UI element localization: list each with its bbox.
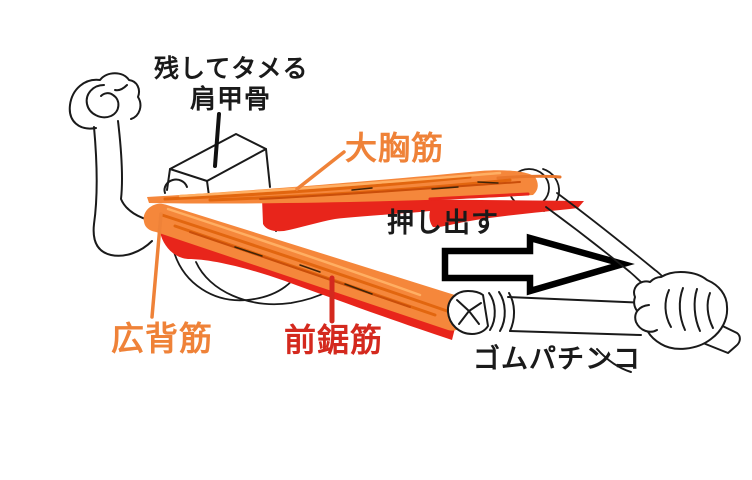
push-direction-arrow [441,233,635,296]
wrap-ring [498,291,506,332]
right-fist-drawing [633,271,741,354]
red-muscle-upper [262,198,584,232]
label-serratus-anterior: 前鋸筋 [284,321,384,359]
left-fist-drawing [68,72,142,130]
latissimus-pointer-line [150,212,163,319]
label-pointer-lines [150,112,346,324]
label-pectoralis-major: 大胸筋 [345,129,445,167]
wrap-ring [508,292,515,332]
pectoralis-pointer-line [295,150,346,191]
label-latissimus-dorsi: 広背筋 [111,319,213,358]
label-push-out: 押し出す [387,208,499,239]
label-hold-and-store: 残してタメる [154,54,309,83]
label-scapula: 肩甲骨 [190,85,272,115]
muscle-band-lower [143,203,467,331]
band-knot-and-stick [446,290,650,373]
left-arm-drawing [68,72,154,257]
wrap-ring [488,292,496,331]
scapula-pointer-line [213,112,221,168]
muscle-band-upper [147,170,562,204]
label-rubber-slingshot: ゴムパチンコ [473,344,641,375]
